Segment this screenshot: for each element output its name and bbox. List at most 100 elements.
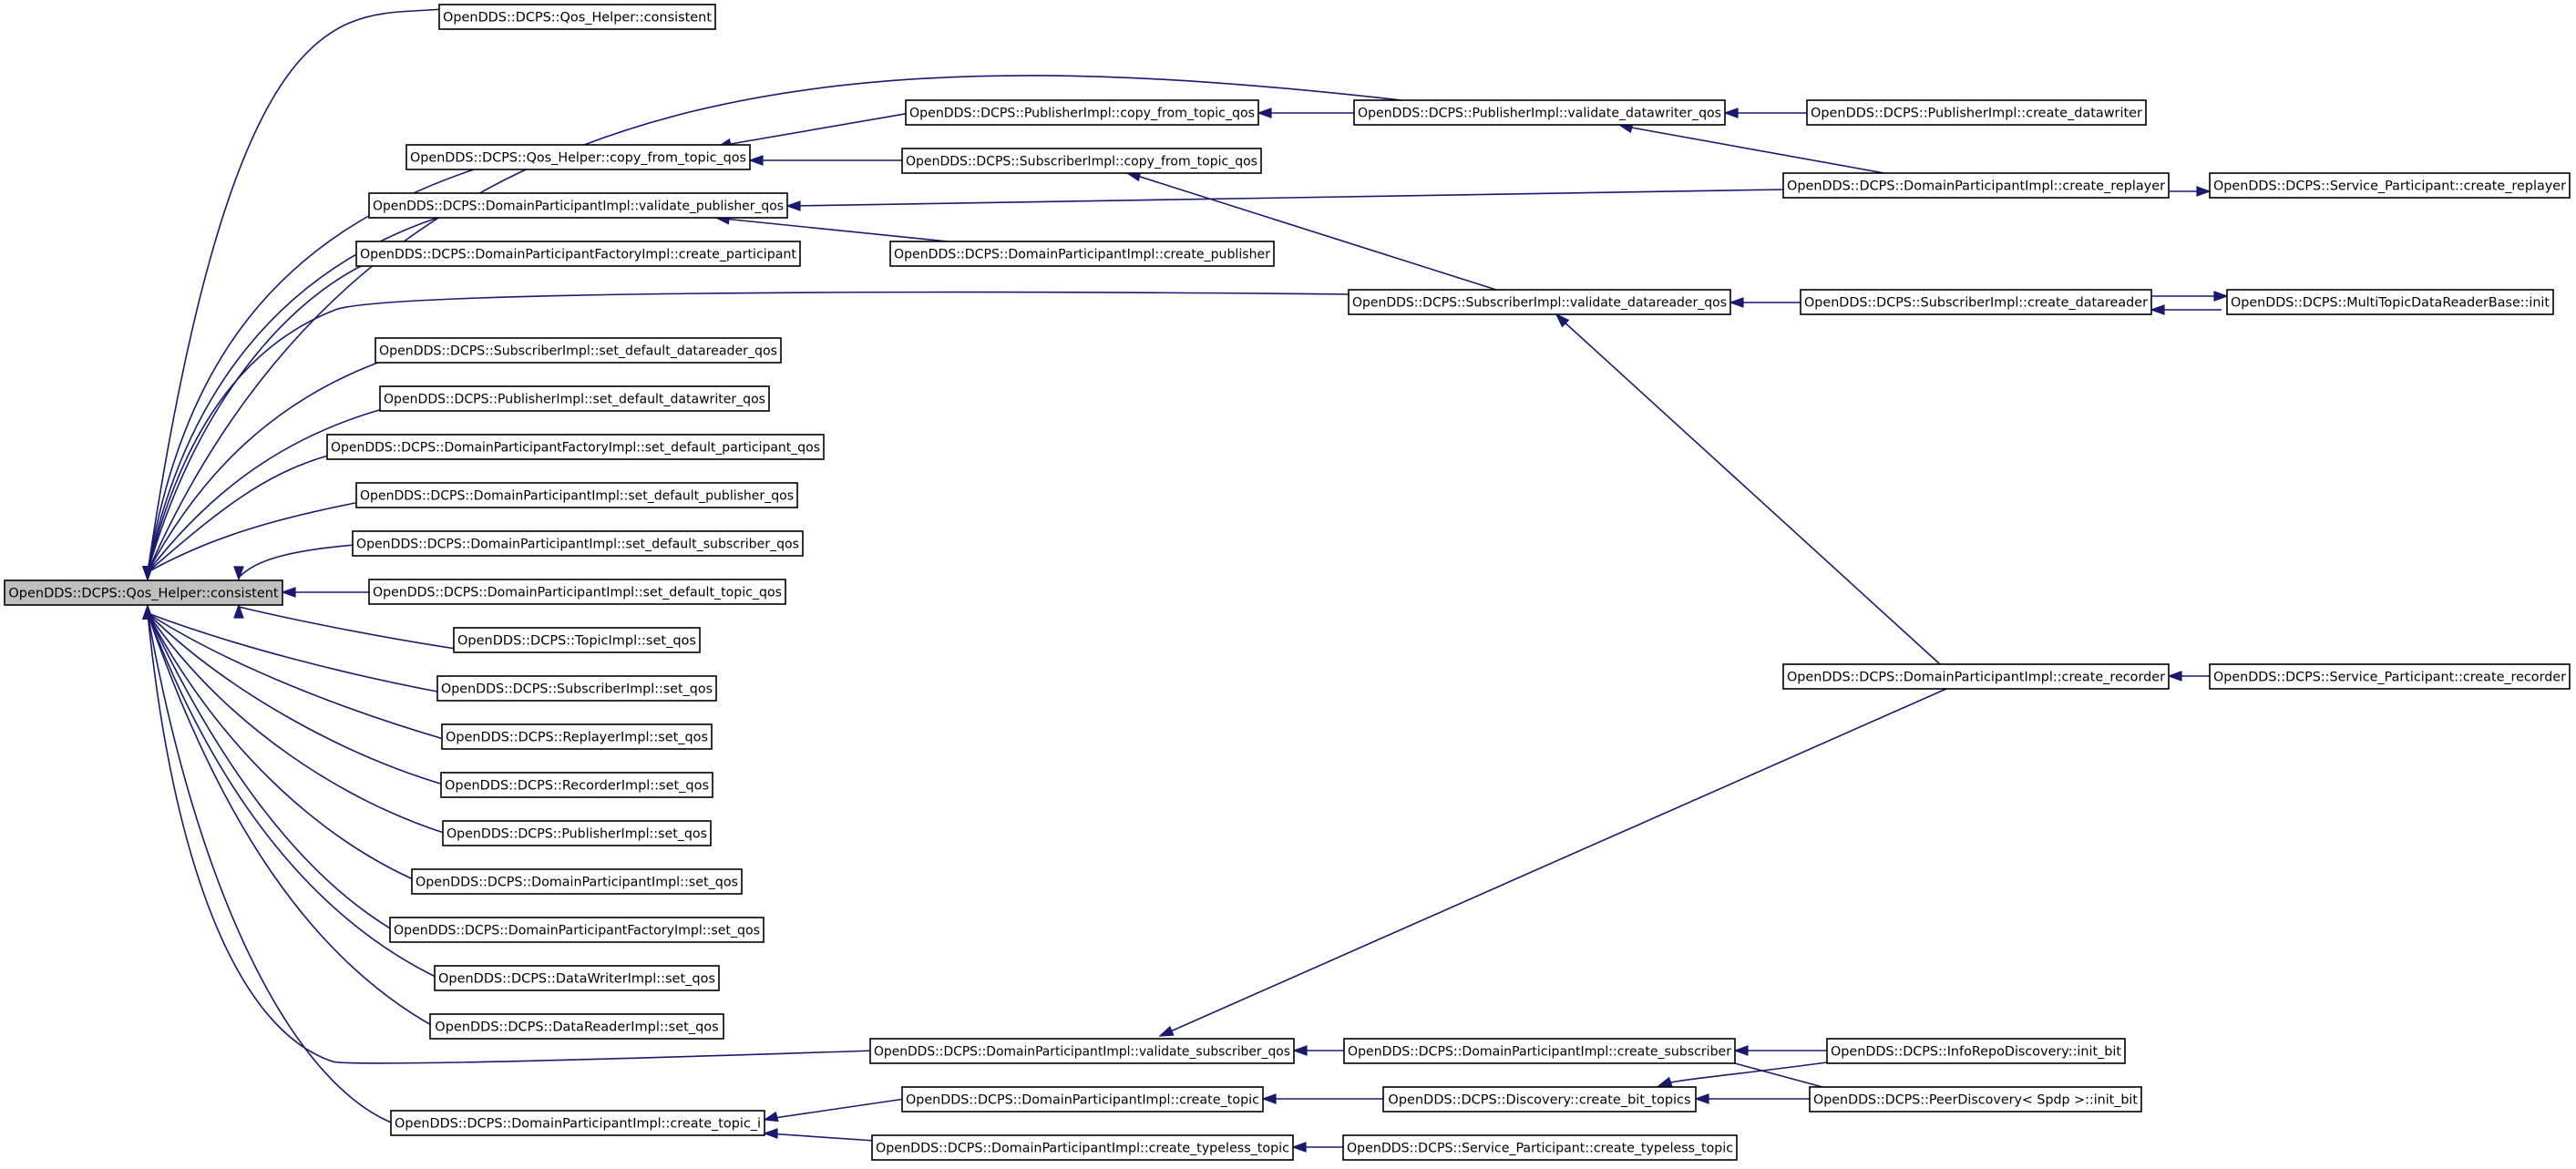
graph-node[interactable]: OpenDDS::DCPS::DataReaderImpl::set_qos (429, 1013, 724, 1040)
graph-node[interactable]: OpenDDS::DCPS::Qos_Helper::consistent (438, 4, 716, 30)
graph-node[interactable]: OpenDDS::DCPS::DomainParticipantImpl::cr… (901, 1086, 1264, 1113)
node-box (2226, 289, 2554, 315)
graph-node[interactable]: OpenDDS::DCPS::DomainParticipantImpl::cr… (871, 1134, 1294, 1161)
node-box (1782, 663, 2170, 690)
graph-node[interactable]: OpenDDS::DCPS::DomainParticipantImpl::cr… (1343, 1038, 1736, 1064)
graph-node[interactable]: OpenDDS::DCPS::DomainParticipantImpl::se… (352, 530, 804, 557)
node-label: OpenDDS::DCPS::DataWriterImpl::set_qos (438, 972, 715, 987)
call-edge (142, 604, 434, 1027)
node-box (1800, 289, 2152, 315)
call-edge (714, 214, 949, 242)
graph-node[interactable]: OpenDDS::DCPS::Discovery::create_bit_top… (1382, 1086, 1697, 1113)
graph-node[interactable]: OpenDDS::DCPS::DomainParticipantImpl::cr… (1782, 663, 2170, 690)
node-box (355, 241, 801, 267)
node-label: OpenDDS::DCPS::DomainParticipantImpl::se… (416, 876, 738, 890)
node-box (429, 1013, 724, 1040)
graph-node[interactable]: OpenDDS::DCPS::PublisherImpl::copy_from_… (905, 99, 1259, 126)
graph-node[interactable]: OpenDDS::DCPS::SubscriberImpl::create_da… (1800, 289, 2152, 315)
graph-node[interactable]: OpenDDS::DCPS::PublisherImpl::validate_d… (1353, 99, 1726, 126)
graph-node[interactable]: OpenDDS::DCPS::DomainParticipantFactoryI… (326, 434, 825, 460)
edge-line (147, 612, 447, 835)
edge-line (147, 169, 475, 573)
arrowhead-icon (1657, 1076, 1673, 1087)
edge-line (147, 75, 1402, 573)
graph-node[interactable]: OpenDDS::DCPS::DomainParticipantImpl::se… (368, 579, 786, 605)
call-edge (2152, 291, 2229, 302)
node-box (442, 820, 712, 846)
graph-node[interactable]: OpenDDS::DCPS::TopicImpl::set_qos (453, 627, 701, 653)
graph-node[interactable]: OpenDDS::DCPS::Service_Participant::crea… (2209, 172, 2571, 199)
graph-node[interactable]: OpenDDS::DCPS::DomainParticipantFactoryI… (389, 917, 765, 943)
graph-node[interactable]: OpenDDS::DCPS::DomainParticipantImpl::cr… (1782, 172, 2170, 199)
node-box (1782, 172, 2170, 199)
graph-node[interactable]: OpenDDS::DCPS::SubscriberImpl::copy_from… (901, 148, 1262, 174)
node-box (1348, 289, 1731, 315)
edge-line (767, 1098, 906, 1120)
node-label: OpenDDS::DCPS::SubscriberImpl::create_da… (1804, 296, 2148, 311)
node-label: OpenDDS::DCPS::SubscriberImpl::set_qos (441, 682, 713, 697)
graph-node[interactable]: OpenDDS::DCPS::Service_Participant::crea… (2209, 663, 2571, 690)
graph-node[interactable]: OpenDDS::DCPS::RecorderImpl::set_qos (440, 772, 713, 798)
node-label: OpenDDS::DCPS::DomainParticipantFactoryI… (360, 248, 796, 262)
graph-node[interactable]: OpenDDS::DCPS::DomainParticipantImpl::va… (368, 192, 788, 219)
graph-node[interactable]: OpenDDS::DCPS::ReplayerImpl::set_qos (441, 723, 713, 750)
graph-node[interactable]: OpenDDS::DCPS::Service_Participant::crea… (1342, 1134, 1738, 1161)
call-edge (1657, 1061, 1828, 1087)
node-box (389, 917, 765, 943)
node-box (1809, 1086, 2142, 1113)
node-box (352, 530, 804, 557)
call-edge (785, 189, 1784, 211)
edge-line (1134, 174, 1497, 291)
graph-node[interactable]: OpenDDS::DCPS::Qos_Helper::copy_from_top… (405, 144, 751, 170)
node-label: OpenDDS::DCPS::Service_Participant::crea… (1347, 1142, 1733, 1156)
arrowhead-icon (748, 155, 764, 166)
node-label: OpenDDS::DCPS::RecorderImpl::set_qos (445, 779, 709, 794)
graph-node[interactable]: OpenDDS::DCPS::DomainParticipantImpl::va… (869, 1038, 1295, 1064)
graph-node[interactable]: OpenDDS::DCPS::DomainParticipantImpl::cr… (889, 241, 1275, 267)
call-edge (2150, 304, 2222, 315)
graph-node[interactable]: OpenDDS::DCPS::SubscriberImpl::validate_… (1348, 289, 1731, 315)
edge-line (147, 612, 876, 1064)
graph-node[interactable]: OpenDDS::DCPS::SubscriberImpl::set_defau… (375, 337, 782, 364)
graph-node[interactable]: OpenDDS::DCPS::DomainParticipantFactoryI… (355, 241, 801, 267)
graph-node[interactable]: OpenDDS::DCPS::SubscriberImpl::set_qos (436, 675, 717, 702)
call-edge (2170, 186, 2212, 197)
node-box (901, 148, 1262, 174)
call-edge (1158, 688, 1947, 1037)
node-label: OpenDDS::DCPS::DomainParticipantImpl::cr… (395, 1117, 761, 1132)
arrowhead-icon (1733, 1045, 1749, 1056)
node-label: OpenDDS::DCPS::DomainParticipantImpl::cr… (1348, 1045, 1731, 1060)
node-box (375, 337, 782, 364)
node-label: OpenDDS::DCPS::DomainParticipantImpl::se… (360, 489, 794, 504)
node-label: OpenDDS::DCPS::DomainParticipantFactoryI… (394, 924, 760, 938)
node-label: OpenDDS::DCPS::PeerDiscovery< Spdp >::in… (1813, 1093, 2138, 1108)
node-label: OpenDDS::DCPS::Service_Participant::crea… (2213, 179, 2566, 194)
graph-node[interactable]: OpenDDS::DCPS::DomainParticipantImpl::se… (355, 482, 798, 508)
node-box (871, 1134, 1294, 1161)
node-box (1826, 1038, 2126, 1064)
graph-node[interactable]: OpenDDS::DCPS::DomainParticipantImpl::se… (411, 868, 743, 895)
call-edge (142, 604, 393, 930)
arrowhead-icon (1261, 1093, 1277, 1104)
arrowhead-icon (1257, 108, 1272, 118)
node-label: OpenDDS::DCPS::Qos_Helper::consistent (443, 11, 712, 26)
node-box (905, 99, 1259, 126)
graph-node[interactable]: OpenDDS::DCPS::DataWriterImpl::set_qos (434, 965, 720, 991)
graph-root-node[interactable]: OpenDDS::DCPS::Qos_Helper::consistent (4, 579, 283, 606)
graph-node[interactable]: OpenDDS::DCPS::PublisherImpl::set_defaul… (379, 385, 770, 412)
node-label: OpenDDS::DCPS::PublisherImpl::create_dat… (1811, 107, 2142, 121)
graph-node[interactable]: OpenDDS::DCPS::MultiTopicDataReaderBase:… (2226, 289, 2554, 315)
node-box (1806, 99, 2147, 126)
node-box (1342, 1134, 1738, 1161)
call-edge (233, 603, 457, 650)
arrowhead-icon (2150, 304, 2165, 315)
graph-node[interactable]: OpenDDS::DCPS::PublisherImpl::create_dat… (1806, 99, 2147, 126)
node-label: OpenDDS::DCPS::Qos_Helper::consistent (8, 587, 279, 601)
graph-node[interactable]: OpenDDS::DCPS::PeerDiscovery< Spdp >::in… (1809, 1086, 2142, 1113)
node-label: OpenDDS::DCPS::Service_Participant::crea… (2213, 671, 2566, 685)
graph-node[interactable]: OpenDDS::DCPS::InfoRepoDiscovery::init_b… (1826, 1038, 2126, 1064)
graph-node[interactable]: OpenDDS::DCPS::DomainParticipantImpl::cr… (390, 1110, 765, 1136)
edge-line (1165, 688, 1947, 1034)
graph-node[interactable]: OpenDDS::DCPS::PublisherImpl::set_qos (442, 820, 712, 846)
